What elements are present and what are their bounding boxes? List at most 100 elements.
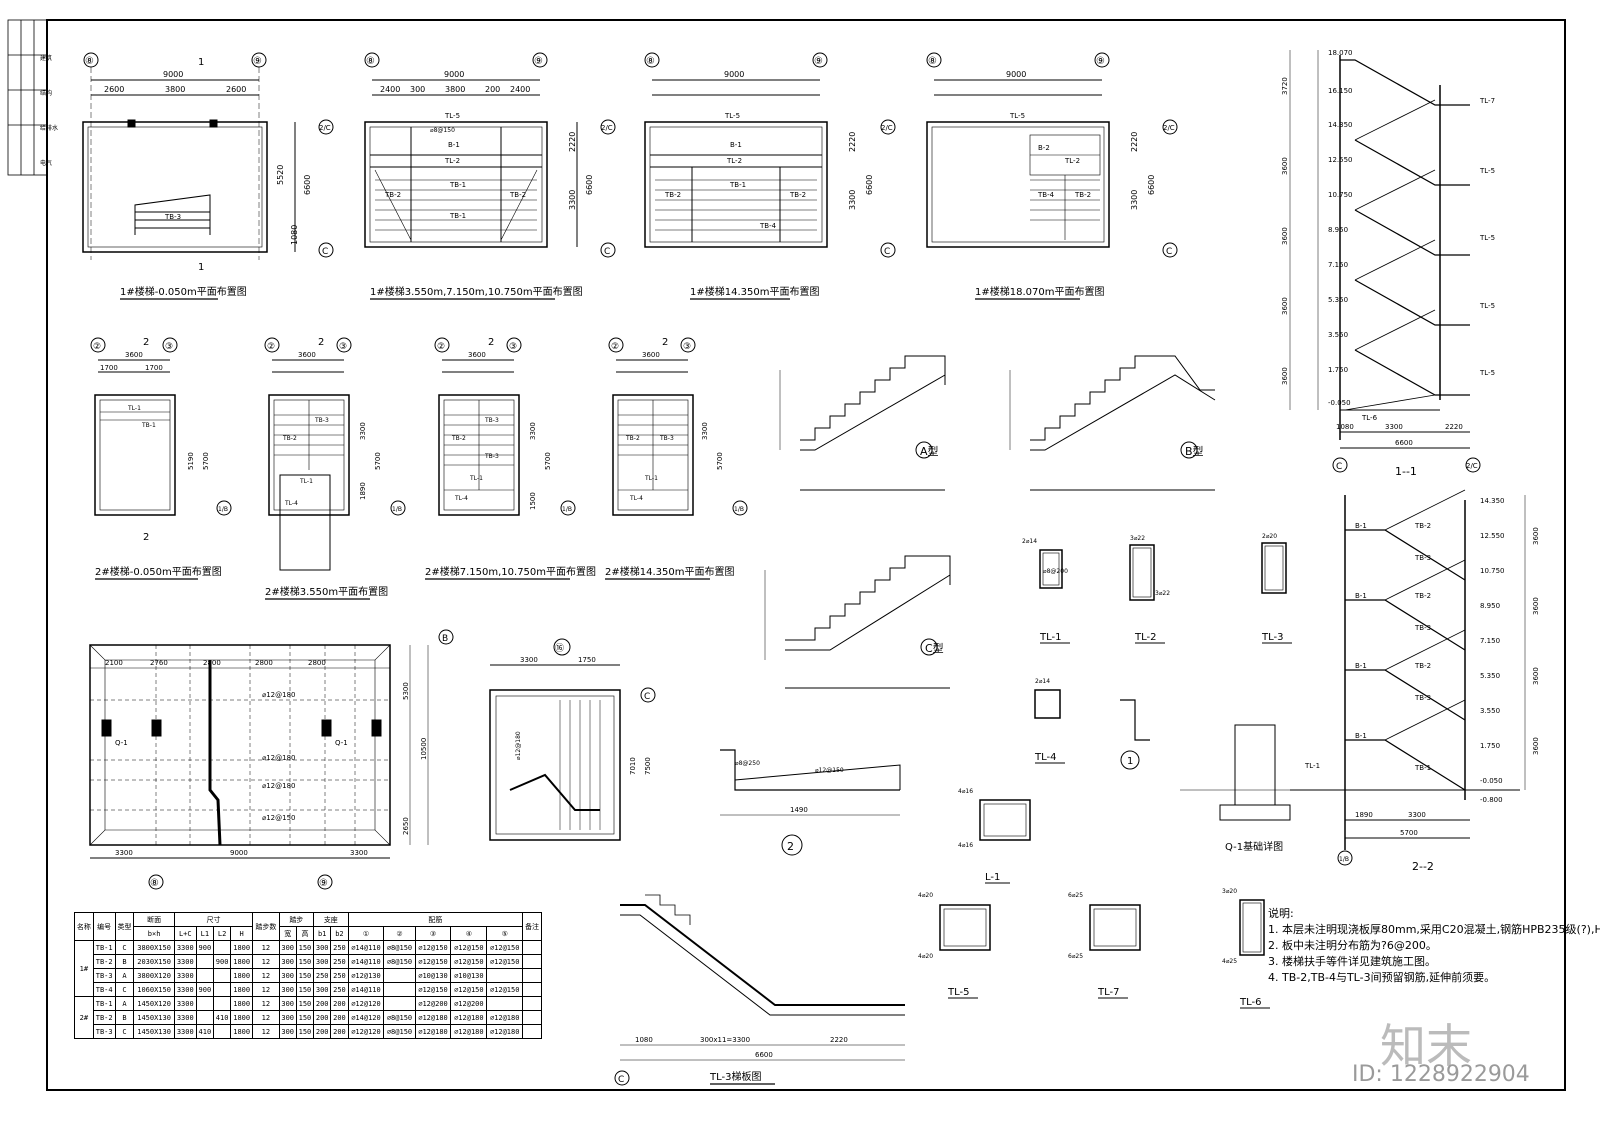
table-header-row: 名称 编号 类型 断面 尺寸 踏步数 踏步 支座 配筋 备注 (74, 912, 542, 941)
table-cell: 300 (278, 996, 297, 1011)
q1-title: Q-1基础详图 (1225, 840, 1283, 853)
member-label: TL-6 (1239, 997, 1261, 1008)
member-label: TL-1 (644, 475, 658, 482)
axis-1b: 1/B (1339, 856, 1349, 863)
col-header: H (230, 926, 254, 941)
sections-tl5-tl7-tl6: 4⌀20 4⌀20 TL-5 6⌀25 6⌀25 TL-7 3⌀20 4⌀25 … (918, 888, 1270, 1009)
dim: 3600 (1532, 597, 1540, 615)
table-cell: ⌀12@150 (486, 954, 524, 969)
detail-1: 1 (1127, 756, 1133, 767)
axis-9: ⑨ (1096, 56, 1105, 67)
elev: -0.800 (1480, 796, 1503, 804)
dim: 1890 (359, 482, 367, 500)
col-header: ② (383, 926, 416, 941)
dim: 6600 (1147, 175, 1156, 195)
table-cell: 1450X130 (133, 1024, 175, 1039)
table-cell: 200 (313, 1024, 332, 1039)
type-b-title: B型 (1185, 444, 1204, 458)
axis-1b: 1/B (392, 506, 402, 513)
table-cell: ⌀14@110 (347, 940, 385, 955)
notes-heading: 说明: (1268, 907, 1294, 920)
member-label: TB-2 (451, 435, 466, 442)
table-cell: ⌀12@180 (486, 1010, 524, 1025)
table-cell: 250 (313, 968, 332, 983)
rebar-label: ⌀12@180 (262, 782, 295, 790)
tb-label-0: 建筑 (40, 54, 52, 62)
rebar-label: 2⌀14 (1022, 538, 1037, 545)
table-cell: 1060X150 (133, 982, 175, 997)
dim: 3300 (1130, 190, 1139, 210)
table-cell: 200 (330, 996, 349, 1011)
dim: 5700 (716, 452, 724, 470)
table-cell: 3300 (173, 1024, 197, 1039)
table-cell: 410 (212, 1010, 232, 1025)
dim-9000: 9000 (163, 70, 183, 79)
table-cell (212, 940, 232, 955)
member-label: TL-5 (1479, 234, 1495, 242)
stair-schedule-table: 名称 编号 类型 断面 尺寸 踏步数 踏步 支座 配筋 备注 b×h L+C L… (74, 912, 542, 1039)
dim: 2650 (402, 817, 410, 835)
axis-2: ② (611, 342, 619, 352)
member-label: TB-3 (164, 213, 181, 221)
table-cell: ⌀12@150 (450, 954, 488, 969)
member-label: TB-1 (449, 181, 466, 189)
axis-2: ② (267, 342, 275, 352)
dim: 2400 (510, 85, 530, 94)
col-header: 宽 (278, 926, 297, 941)
rebar-label: 4⌀16 (958, 788, 973, 795)
axis-8: ⑧ (646, 56, 655, 67)
member-label: TL-1 (1039, 632, 1061, 643)
table-cell: 300 (278, 982, 297, 997)
plan-7-title: 2#楼梯7.150m,10.750m平面布置图 (425, 565, 596, 578)
elev: 10.750 (1328, 191, 1353, 199)
dim: 3300 (568, 190, 577, 210)
col-header: 支座 (313, 912, 349, 927)
plan-1: ⑧ ⑨ 9000 2600 3800 2600 TB-3 5520 6600 1… (82, 52, 334, 300)
dim: 6600 (1395, 439, 1413, 447)
member-label: Q-1 (335, 739, 348, 747)
table-cell: ⌀14@110 (347, 982, 385, 997)
remark-cell (522, 1024, 542, 1039)
dim: 1080 (635, 1036, 653, 1044)
axis-16: ⑯ (555, 643, 564, 654)
table-cell: 300 (278, 940, 297, 955)
table-cell: ⌀12@180 (414, 1024, 452, 1039)
dim: 3300 (1408, 811, 1426, 819)
table-cell: 1800 (230, 968, 254, 983)
rebar-label: 6⌀25 (1068, 953, 1083, 960)
group-cell: 1# (74, 940, 94, 997)
note-1: 1. 本层未注明现浇板厚80mm,采用C20混凝土,钢筋HPB235级(?),H… (1268, 923, 1600, 936)
member-label: TL-5 (1009, 112, 1025, 120)
table-cell: TB-3 (92, 1024, 116, 1039)
member-label: TB-3 (484, 417, 499, 424)
dim: 1500 (529, 492, 537, 510)
dim: 3600 (1281, 157, 1289, 175)
dim: 2760 (150, 659, 168, 667)
table-cell: 150 (295, 954, 315, 969)
member-label: TL-7 (1479, 97, 1495, 105)
col-header: 配筋 (347, 912, 524, 927)
member-label: TL-5 (444, 112, 460, 120)
member-label: TL-4 (454, 495, 468, 502)
dim: 3800 (445, 85, 465, 94)
dim: 5300 (402, 682, 410, 700)
table-header-row: b×h L+C L1 L2 H 宽 高 b1 b2 ① ② ③ ④ ⑤ (75, 926, 542, 941)
elev: 3.550 (1480, 707, 1500, 715)
member-label: TB-3 (1414, 694, 1431, 702)
member-label: B-1 (1355, 662, 1367, 670)
axis-8: ⑧ (928, 56, 937, 67)
dim: 2600 (104, 85, 124, 94)
table-cell: 300 (278, 954, 297, 969)
member-label: TL-3 (1261, 632, 1283, 643)
rebar-label: 3⌀20 (1222, 888, 1237, 895)
table-cell: A (114, 968, 135, 983)
table-cell: TB-4 (92, 982, 116, 997)
rebar-label: 4⌀20 (918, 892, 933, 899)
col-header: 类型 (114, 912, 135, 941)
stair-type-c: C型 (764, 555, 951, 689)
table-cell: 200 (313, 996, 332, 1011)
axis-3: ③ (509, 342, 517, 352)
table-cell: 3300 (173, 982, 197, 997)
